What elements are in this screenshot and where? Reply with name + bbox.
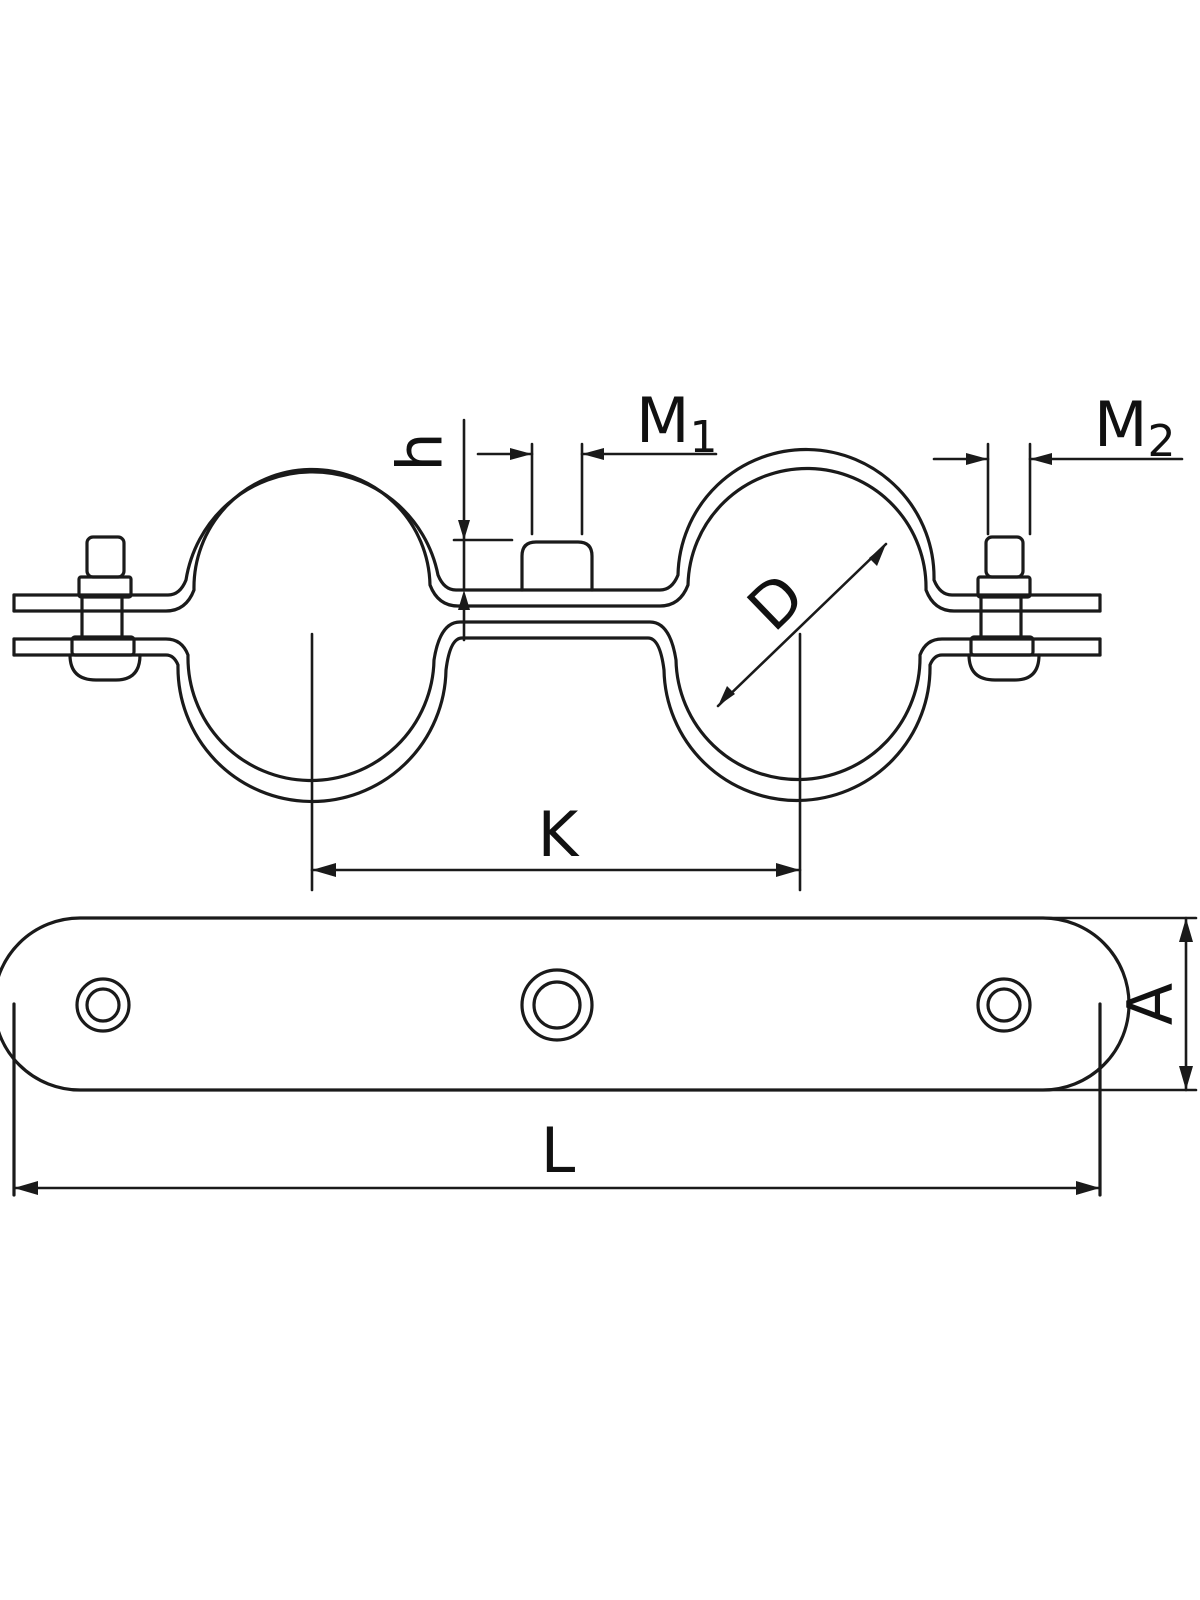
label-m2: M2	[1094, 388, 1176, 467]
dimension-h: h	[384, 418, 514, 642]
dimension-k: K	[310, 798, 802, 877]
dimension-d: D	[716, 542, 888, 708]
label-h: h	[384, 432, 457, 471]
dimension-m1: M1	[476, 384, 718, 536]
strap-outline	[0, 916, 1131, 1092]
label-m1-subscript: 1	[690, 412, 718, 463]
dimension-a: A	[1044, 916, 1198, 1092]
center-nut	[520, 540, 594, 592]
dimension-m2: M2	[932, 388, 1184, 536]
label-l: L	[541, 1114, 576, 1187]
strap-top-view	[0, 916, 1131, 1197]
lower-strap-inner	[12, 620, 1102, 783]
upper-strap-inner	[12, 466, 1102, 613]
label-k: K	[538, 798, 580, 871]
right-hole	[976, 977, 1032, 1033]
left-bolt	[68, 535, 142, 682]
left-hole	[75, 977, 131, 1033]
label-a: A	[1114, 983, 1187, 1025]
dimension-l: L	[12, 1114, 1102, 1195]
lower-strap-outer	[12, 636, 1102, 804]
right-bolt	[967, 535, 1041, 682]
label-m2-subscript: 2	[1148, 416, 1176, 467]
clamp-side-view	[12, 447, 1102, 892]
label-m1: M1	[636, 384, 718, 463]
label-d: D	[733, 559, 818, 645]
center-hole	[520, 968, 594, 1042]
upper-strap-outer	[12, 447, 1102, 597]
